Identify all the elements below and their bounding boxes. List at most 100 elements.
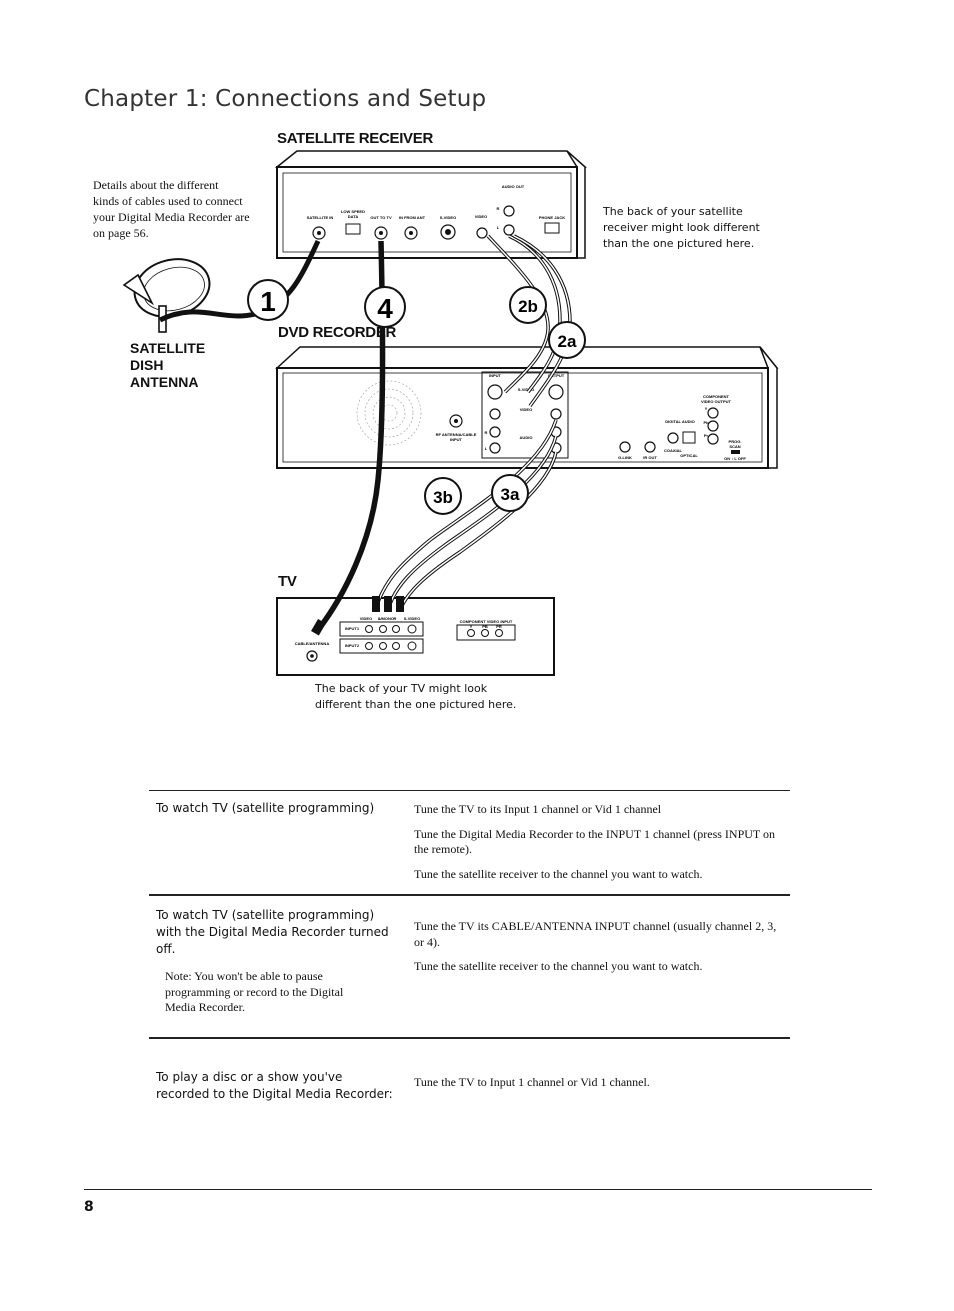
badge-label: 1 — [260, 286, 276, 317]
port-label: INPUT — [450, 437, 463, 442]
chapter-title: Chapter 1: Connections and Setup — [84, 86, 487, 112]
g-link-port — [619, 441, 631, 453]
port-label: DATA — [348, 214, 359, 219]
dish-label-line: ANTENNA — [130, 374, 199, 390]
video-cable-2b — [486, 234, 550, 394]
port-label: S-VIDEO — [518, 387, 534, 392]
instruction-step: Tune the TV its CABLE/ANTENNA INPUT chan… — [414, 919, 777, 949]
dish-label-line: SATELLITE — [130, 340, 206, 356]
step-badge-4: 4 — [364, 286, 406, 328]
badge-label: 3b — [433, 488, 453, 507]
dvd-input-audio-l-port — [489, 442, 501, 454]
receiver-callout-line: receiver might look different — [603, 221, 760, 234]
badge-label: 4 — [377, 293, 393, 324]
port-label: L — [497, 225, 500, 230]
dvd-input-audio-r-port — [489, 426, 501, 438]
port-label: R — [394, 616, 397, 621]
port-label: AUDIO — [520, 435, 533, 440]
instruction-step: Tune the TV to its Input 1 channel or Vi… — [414, 802, 662, 816]
tv-input2-video-port — [365, 642, 373, 650]
audio-out-r-port — [503, 205, 515, 217]
plug — [372, 596, 380, 612]
dvd-input-video-port — [489, 408, 501, 420]
cables-callout: Details about the different kinds of cab… — [93, 177, 250, 241]
instruction-steps: Tune the TV to its Input 1 channel or Vi… — [414, 802, 784, 891]
connection-diagram: SATELLITE IN LOW SPEED DATA OUT TO TV IN… — [122, 150, 779, 676]
port-label: Pb — [703, 420, 709, 425]
optical-port — [682, 431, 696, 444]
audio-out-l-port — [503, 224, 515, 236]
satellite-receiver-label: SATELLITE RECEIVER — [277, 130, 434, 147]
port-label: VIDEO — [475, 214, 487, 219]
dvd-recorder-label: DVD RECORDER — [278, 324, 397, 341]
port-label: CABLE/ANTENNA — [295, 641, 330, 646]
table-divider — [149, 790, 790, 791]
tv-input2-audio-r-port — [392, 642, 400, 650]
tv-input1-s-video-port — [407, 624, 417, 634]
port-label: PHONE JACK — [539, 215, 565, 220]
port-label: L — [485, 446, 488, 451]
instruction-title: To play a disc or a show you've recorded… — [156, 1070, 393, 1101]
satellite-receiver-device: SATELLITE IN LOW SPEED DATA OUT TO TV IN… — [274, 150, 587, 259]
port-label: ON ↕ L OFF — [724, 456, 746, 461]
port-label: L/MONO — [378, 616, 394, 621]
satellite-dish-icon — [122, 258, 211, 333]
page-number: 8 — [84, 1199, 94, 1215]
port-label: Y — [470, 624, 473, 629]
step-badge-3a: 3a — [491, 474, 529, 512]
step-badge-1: 1 — [247, 279, 289, 321]
port-label: S-VIDEO — [404, 616, 420, 621]
port-label: SCAN — [729, 444, 740, 449]
step-badge-2a: 2a — [548, 321, 586, 359]
badge-label: 2b — [518, 297, 538, 316]
port-label: OUT TO TV — [370, 215, 392, 220]
instruction-note: Note: You won't be able to pause program… — [165, 969, 344, 1014]
tv-component-pr-port — [495, 629, 503, 637]
step-badge-3b: 3b — [424, 477, 462, 515]
badge-label: 3a — [501, 485, 520, 504]
dvd-output-video-port — [550, 408, 562, 420]
tv-callout-line: different than the one pictured here. — [315, 698, 517, 711]
port-label: INPUT2 — [345, 643, 360, 648]
cables-callout-line: your Digital Media Recorder are — [93, 210, 250, 224]
component-pr-port — [707, 433, 719, 445]
port-label: LOW SPEED — [341, 209, 365, 214]
dvd-input-s-video-port — [487, 384, 503, 400]
instruction-step: Tune the satellite receiver to the chann… — [414, 866, 703, 881]
port-label: VIDEO — [360, 616, 372, 621]
receiver-video-port — [476, 227, 488, 239]
port-label: OPTICAL — [680, 453, 698, 458]
instruction-steps: Tune the TV its CABLE/ANTENNA INPUT chan… — [414, 919, 784, 984]
port-label: COAXIAL — [664, 448, 683, 453]
port-label: SATELLITE IN — [307, 215, 334, 220]
port-label: IN FROM ANT — [399, 215, 426, 220]
port-label: S-VIDEO — [440, 215, 456, 220]
port-label: VIDEO — [520, 407, 532, 412]
port-label: INPUT — [489, 373, 502, 378]
satellite-dish-label: SATELLITE DISH ANTENNA — [130, 340, 205, 391]
instruction-step: Tune the TV to Input 1 channel or Vid 1 … — [414, 1075, 650, 1089]
port-label: INPUT1 — [345, 626, 360, 631]
coaxial-port — [667, 432, 679, 444]
plug — [396, 596, 404, 612]
instruction-title: To watch TV (satellite programming) — [156, 801, 375, 815]
port-label: PROG. — [729, 439, 742, 444]
footer-rule — [84, 1189, 872, 1190]
tv-component-y-port — [467, 629, 475, 637]
port-label: OUTPUT — [548, 373, 565, 378]
instruction-step: Tune the satellite receiver to the chann… — [414, 959, 703, 973]
low-speed-data-port — [345, 223, 361, 235]
table-divider — [149, 894, 790, 896]
cables-callout-line: kinds of cables used to connect — [93, 194, 243, 208]
instruction-title: To watch TV (satellite programming) with… — [156, 908, 389, 956]
cables-callout-line: Details about the different — [93, 178, 219, 192]
instruction-steps: Tune the TV to Input 1 channel or Vid 1 … — [414, 1075, 784, 1100]
port-label: RF ANTENNA/CABLE — [436, 432, 477, 437]
receiver-callout-line: than the one pictured here. — [603, 237, 755, 250]
component-pb-port — [707, 420, 719, 432]
ir-out-port — [644, 441, 656, 453]
port-label: IR OUT — [643, 455, 657, 460]
tv-input1-video-port — [365, 625, 373, 633]
port-label: Pr — [704, 433, 709, 438]
receiver-callout-line: The back of your satellite — [603, 205, 743, 218]
